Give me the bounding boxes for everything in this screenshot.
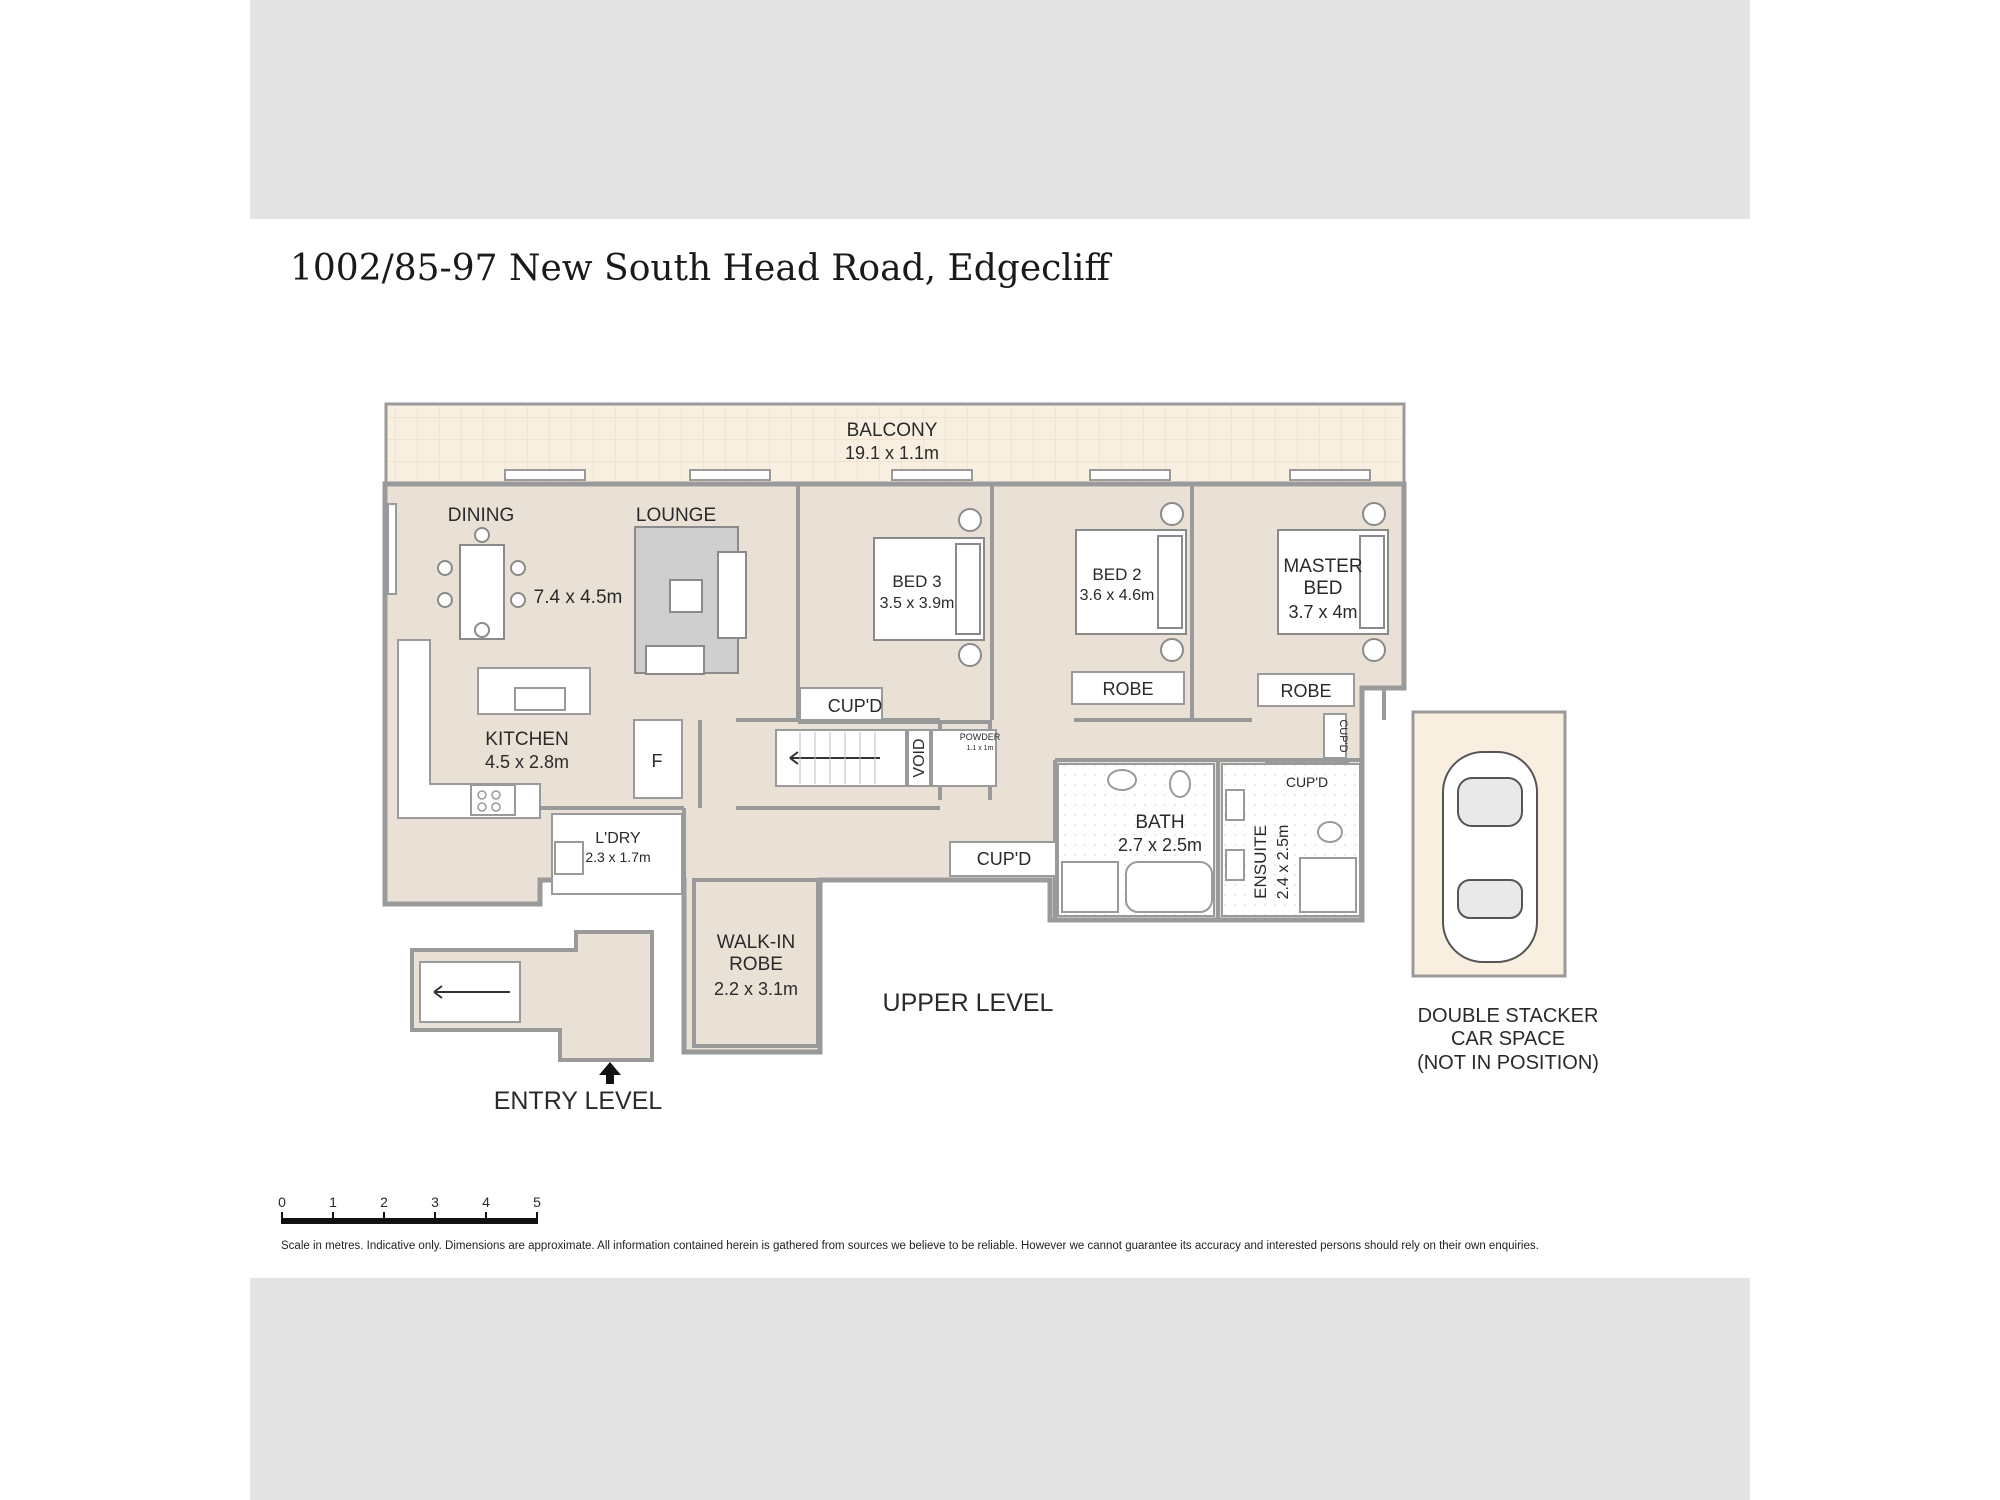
scale-tick-4: 4 (482, 1194, 490, 1210)
entry-level-plan (410, 930, 654, 1084)
scale-bar: 0 1 2 3 4 5 (278, 1194, 541, 1224)
bath-dimensions: 2.7 x 2.5m (1118, 835, 1202, 855)
laundry-label: L'DRY (595, 830, 641, 847)
robe-label-bed2: ROBE (1102, 679, 1153, 699)
cupboard-label-hall: CUP'D (977, 849, 1031, 869)
bottom-gray-band (250, 1278, 1750, 1500)
car-space-label-3: (NOT IN POSITION) (1417, 1052, 1599, 1074)
bed-3-label: BED 3 (892, 572, 941, 591)
dining-label: DINING (448, 505, 515, 526)
scale-tick-1: 1 (329, 1194, 337, 1210)
stairs-icon (775, 729, 997, 787)
walk-in-robe-area (692, 878, 820, 1048)
powder-dimensions: 1.1 x 1m (967, 745, 994, 752)
kitchen-cabinetry (397, 639, 683, 895)
bed-2-label: BED 2 (1092, 565, 1141, 584)
fridge-label: F (652, 751, 663, 771)
scale-tick-2: 2 (380, 1194, 388, 1210)
walk-in-robe-label-1: WALK-IN (717, 932, 795, 953)
walk-in-robe-label-2: ROBE (729, 954, 783, 975)
cupboard-label-ensuite: CUP'D (1286, 774, 1328, 790)
balcony-label: BALCONY (847, 420, 938, 441)
master-bed-dimensions: 3.7 x 4m (1288, 602, 1357, 622)
balcony-dimensions: 19.1 x 1.1m (845, 443, 939, 463)
dining-table-icon (437, 527, 526, 640)
car-space-label-2: CAR SPACE (1451, 1028, 1565, 1050)
cupboard-label-small: CUP'D (1337, 719, 1349, 752)
car-icon (1442, 751, 1538, 963)
kitchen-dimensions: 4.5 x 2.8m (485, 752, 569, 772)
wet-areas (1057, 763, 1361, 917)
void-label: VOID (911, 738, 928, 777)
bed-3-icon (873, 508, 985, 667)
scale-tick-0: 0 (278, 1194, 286, 1210)
car-space (1411, 710, 1567, 978)
property-address-title: 1002/85-97 New South Head Road, Edgeclif… (290, 248, 1110, 289)
top-gray-band (250, 0, 1750, 219)
powder-label: POWDER (960, 732, 1001, 742)
entry-level-label: ENTRY LEVEL (494, 1087, 663, 1115)
scale-tick-3: 3 (431, 1194, 439, 1210)
master-bed-label-2: BED (1303, 578, 1342, 599)
bed-3-dimensions: 3.5 x 3.9m (880, 595, 955, 612)
cupboard-label-bed3: CUP'D (828, 696, 882, 716)
bed-2-icon (1075, 502, 1187, 662)
bed-2-dimensions: 3.6 x 4.6m (1080, 587, 1155, 604)
lounge-label: LOUNGE (636, 505, 716, 526)
car-space-label-1: DOUBLE STACKER (1418, 1005, 1599, 1027)
scale-tick-5: 5 (533, 1194, 541, 1210)
cooktop-icon (477, 790, 501, 812)
ensuite-label: ENSUITE (1251, 825, 1270, 899)
bath-label: BATH (1135, 812, 1184, 833)
walk-in-robe-dimensions: 2.2 x 3.1m (714, 979, 798, 999)
laundry-dimensions: 2.3 x 1.7m (585, 849, 650, 865)
robe-label-master: ROBE (1280, 681, 1331, 701)
lounge-furniture-icon (634, 526, 747, 675)
master-bed-label-1: MASTER (1283, 556, 1362, 577)
master-bed-icon (1277, 502, 1389, 662)
ensuite-dimensions: 2.4 x 2.5m (1275, 825, 1292, 900)
living-dimensions: 7.4 x 4.5m (534, 587, 623, 608)
kitchen-label: KITCHEN (485, 729, 568, 750)
disclaimer-text: Scale in metres. Indicative only. Dimens… (281, 1240, 1539, 1252)
upper-level-label: UPPER LEVEL (883, 989, 1054, 1017)
